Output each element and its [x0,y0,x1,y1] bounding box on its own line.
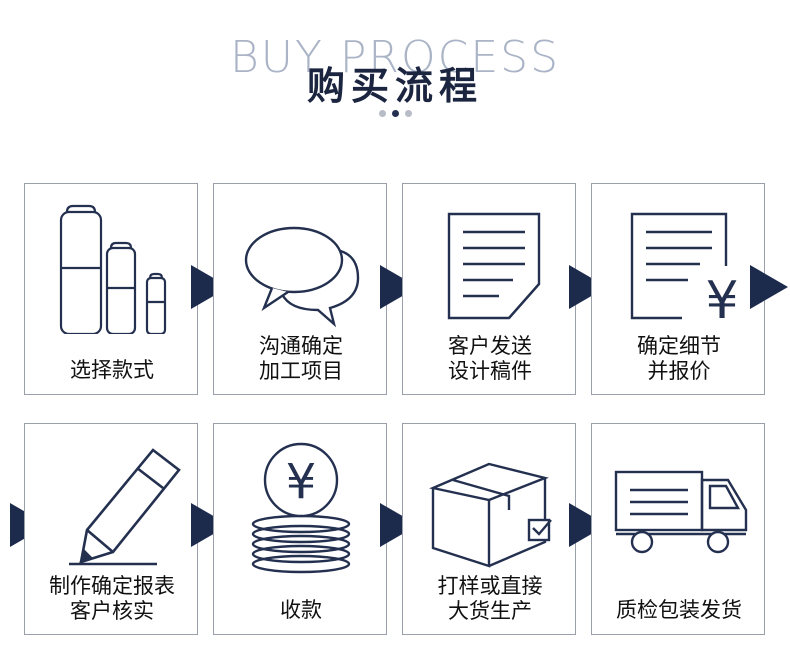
step-card-payment: ¥ 收款 [213,423,387,635]
price-document-icon: ¥ [630,212,739,331]
yen-coins-icon: ¥ [251,442,351,574]
step-label: 确定细节 [637,334,721,358]
step-label: 大货生产 [448,599,532,623]
step-label: 并报价 [647,359,711,383]
step-label: 客户核实 [70,599,154,623]
document-icon [447,212,541,320]
bottles-icon [59,204,167,334]
dot-indicator [405,110,412,117]
pencil-icon [69,448,181,566]
step-card-send-design: 客户发送 设计稿件 [402,183,576,395]
chat-bubbles-icon [244,226,360,328]
step-label: 质检包装发货 [616,598,742,622]
yen-symbol: ¥ [705,271,738,331]
title-chinese: 购买流程 [306,63,483,108]
pagination-dots [379,110,412,117]
step-label: 打样或直接 [437,574,543,598]
step-card-confirm-quote: ¥ 确定细节 并报价 [591,183,765,395]
dot-indicator [379,110,386,117]
step-label: 收款 [280,598,322,622]
dot-indicator-active [392,110,399,117]
step-card-choose-style: 选择款式 [24,183,198,395]
arrow-right-icon [750,265,788,309]
step-label: 选择款式 [70,358,154,382]
step-card-report: 制作确定报表 客户核实 [24,423,198,635]
step-card-confirm-processing: 沟通确定 加工项目 [213,183,387,395]
step-label: 设计稿件 [448,359,532,383]
step-label: 加工项目 [259,359,343,383]
step-label: 沟通确定 [259,334,343,358]
step-card-production: 打样或直接 大货生产 [402,423,576,635]
delivery-truck-icon [614,470,748,554]
package-box-icon [429,462,552,568]
title-english: BUY PROCESS [230,32,560,83]
step-label: 制作确定报表 [49,574,175,598]
step-label: 客户发送 [448,334,532,358]
step-card-shipping: 质检包装发货 [591,423,765,635]
yen-symbol: ¥ [286,454,317,510]
